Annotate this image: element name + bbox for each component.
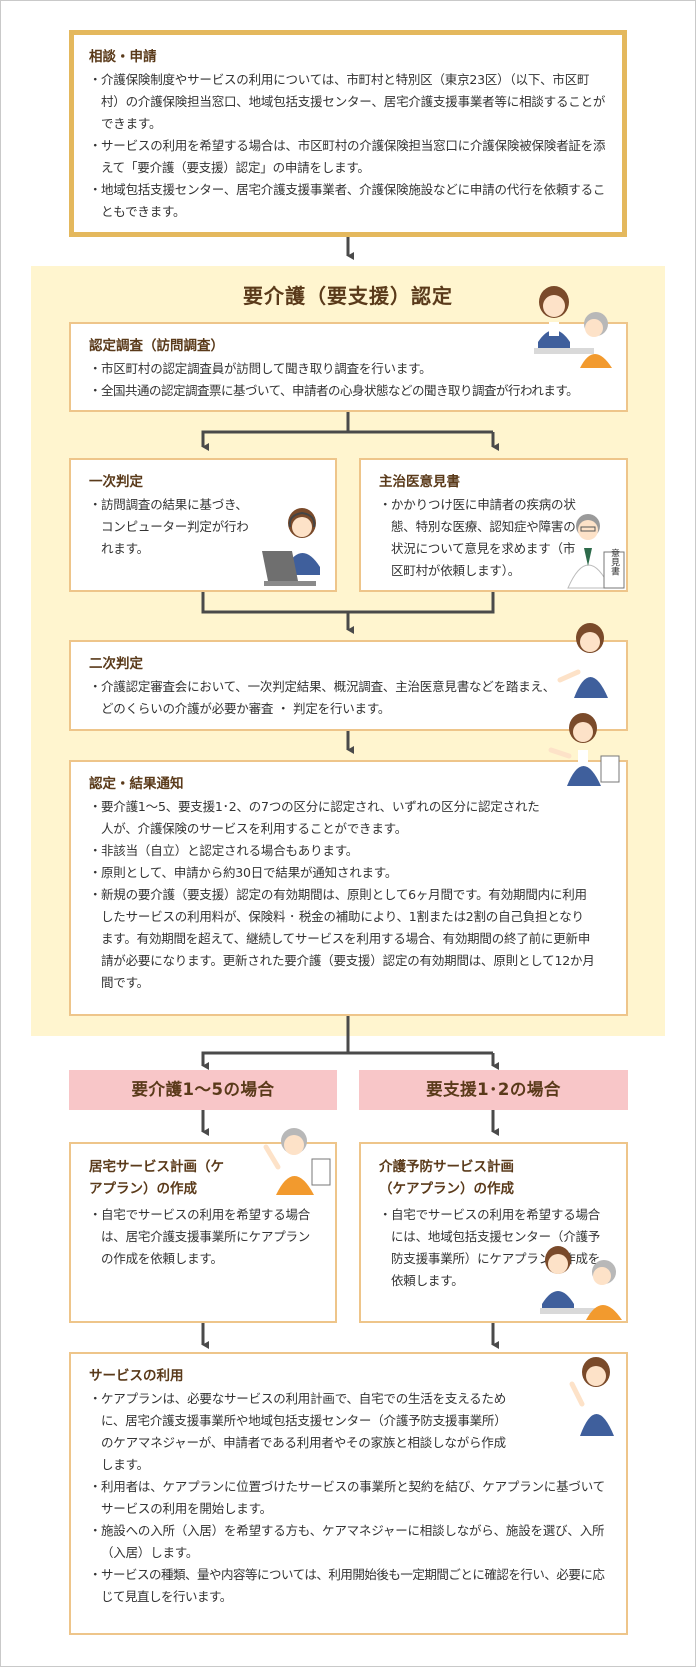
consult-title: 相談・申請 [89,49,157,65]
primary-list: 訪問調査の結果に基づき、コンピューター判定が行われます。 [89,494,254,560]
doctor-list: かかりつけ医に申請者の疾病の状態、特別な医療、認知症や障害の状況について意見を求… [379,494,581,582]
service-item: 施設への入所（入居）を希望する方も、ケアマネジャーに相談しながら、施設を選び、入… [89,1520,610,1564]
survey-title: 認定調査（訪問調査） [89,338,224,354]
service-item: サービスの種類、量や内容等については、利用開始後も一定期間ごとに確認を行い、必要… [89,1564,610,1608]
pointing-woman-illustration [569,1357,614,1436]
secondary-box: 二次判定 介護認定審査会において、一次判定結果、概況調査、主治医意見書などを踏ま… [69,640,628,731]
presenter-woman-illustration [557,623,608,698]
primary-item: 訪問調査の結果に基づき、コンピューター判定が行われます。 [89,494,254,560]
branch-result-split [201,1016,350,1070]
home-visit-interview-illustration [534,286,612,368]
result-list: 要介護1～5、要支援1･2、の7つの区分に認定され、いずれの区分に認定された人が… [89,796,595,994]
service-list: ケアプランは、必要なサービスの利用計画で、自宅での生活を支えるために、居宅介護支… [89,1388,610,1608]
result-box: 認定・結果通知 要介護1～5、要支援1･2、の7つの区分に認定され、いずれの区分… [69,760,628,1016]
survey-list: 市区町村の認定調査員が訪問して聞き取り調査を行います。 全国共通の認定調査票に基… [89,358,610,402]
secondary-item: 介護認定審査会において、一次判定結果、概況調査、主治医意見書などを踏まえ、どのく… [89,676,559,720]
elderly-woman-with-paper-illustration [263,1128,331,1195]
secondary-list: 介護認定審査会において、一次判定結果、概況調査、主治医意見書などを踏まえ、どのく… [89,676,559,720]
survey-item: 市区町村の認定調査員が訪問して聞き取り調査を行います。 [89,358,610,380]
consultation-illustration [540,1246,622,1320]
doctor-with-document-illustration: 意見書 [567,514,625,589]
prevention-plan-title: 介護予防サービス計画（ケアプラン）の作成 [379,1159,514,1197]
case-care-label: 要介護1～5の場合 [69,1070,337,1110]
consult-item: 介護保険制度やサービスの利用については、市町村と特別区（東京23区）（以下、市区… [89,69,606,135]
result-item: 要介護1～5、要支援1･2、の7つの区分に認定され、いずれの区分に認定された人が… [89,796,595,840]
doctor-document-label: 意見書 [609,547,620,576]
home-plan-title: 居宅サービス計画（ケアプラン）の作成 [89,1159,224,1197]
doctor-title: 主治医意見書 [379,474,460,490]
service-item: 利用者は、ケアプランに位置づけたサービスの事業所と契約を結び、ケアプランに基づい… [89,1476,610,1520]
survey-item: 全国共通の認定調査票に基づいて、申請者の心身状態などの聞き取り調査が行われます。 [89,380,610,402]
service-box: サービスの利用 ケアプランは、必要なサービスの利用計画で、自宅での生活を支えるた… [69,1352,628,1635]
primary-title: 一次判定 [89,474,143,490]
consult-box: 相談・申請 介護保険制度やサービスの利用については、市町村と特別区（東京23区）… [69,30,627,237]
service-title: サービスの利用 [89,1368,184,1384]
consult-item: 地域包括支援センター、居宅介護支援事業者、介護保険施設などに申請の代行を依頼する… [89,179,606,223]
merge-primary-doctor [201,592,495,614]
home-plan-list: 自宅でサービスの利用を希望する場合は、居宅介護支援事業所にケアプランの作成を依頼… [89,1204,319,1270]
survey-box: 認定調査（訪問調査） 市区町村の認定調査員が訪問して聞き取り調査を行います。 全… [69,322,628,412]
result-item: 新規の要介護（要支援）認定の有効期間は、原則として6ヶ月間です。有効期間内に利用… [89,884,595,994]
result-title: 認定・結果通知 [89,776,184,792]
service-item: ケアプランは、必要なサービスの利用計画で、自宅での生活を支えるために、居宅介護支… [89,1388,610,1476]
result-item: 原則として、申請から約30日で結果が通知されます。 [89,862,595,884]
result-item: 非該当（自立）と認定される場合もあります。 [89,840,595,862]
home-plan-item: 自宅でサービスの利用を希望する場合は、居宅介護支援事業所にケアプランの作成を依頼… [89,1204,319,1270]
home-plan-box: 居宅サービス計画（ケアプラン）の作成 自宅でサービスの利用を希望する場合は、居宅… [69,1142,337,1323]
branch-survey-split [201,412,350,451]
doctor-item: かかりつけ医に申請者の疾病の状態、特別な医療、認知症や障害の状況について意見を求… [379,494,581,582]
certification-title: 要介護（要支援）認定 [243,284,453,308]
consult-list: 介護保険制度やサービスの利用については、市町村と特別区（東京23区）（以下、市区… [89,69,606,223]
secondary-title: 二次判定 [89,656,143,672]
computer-operator-illustration [262,508,320,586]
woman-with-notice-illustration [548,713,620,786]
case-support-label: 要支援1･2の場合 [359,1070,628,1110]
consult-item: サービスの利用を希望する場合は、市区町村の介護保険担当窓口に介護保険被保険者証を… [89,135,606,179]
